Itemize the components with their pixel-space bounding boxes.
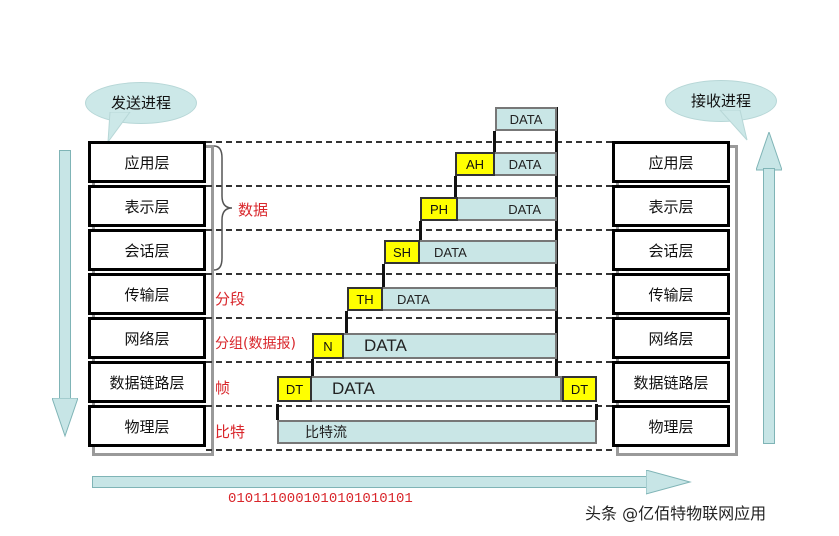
receiver-bubble: 接收进程: [665, 80, 777, 122]
right-layer-transport: 传输层: [612, 273, 730, 315]
bitstream-label: 比特流: [305, 425, 347, 441]
label-packet: 分组(数据报): [215, 336, 296, 352]
step-line: [345, 311, 348, 333]
top-data-bar: DATA: [495, 107, 557, 131]
ah-data-label: DATA: [508, 156, 542, 172]
ah-label: AH: [465, 156, 485, 172]
dashed-line: [206, 229, 612, 231]
label-segment: 分段: [215, 290, 246, 308]
dt-data-label: DATA: [332, 379, 375, 398]
n-data-label: DATA: [364, 336, 407, 355]
bitstream-left-tick: [276, 404, 279, 420]
right-up-arrow-head: [756, 132, 782, 171]
th-label: TH: [356, 291, 374, 307]
bitstream-bar: 比特流: [277, 420, 597, 444]
n-header: N: [312, 333, 344, 359]
dt-header: DT: [277, 376, 312, 402]
left-layer-presentation: 表示层: [88, 185, 206, 227]
dashed-line: [206, 185, 612, 187]
bit-sequence: 0101110001010101010101: [228, 491, 413, 507]
sh-data-label: DATA: [434, 244, 467, 260]
dashed-line: [206, 141, 612, 143]
top-data-label: DATA: [509, 111, 543, 127]
left-down-arrow: [59, 150, 71, 400]
dashed-line: [206, 317, 612, 319]
label-bit: 比特: [215, 423, 246, 441]
step-line: [493, 131, 496, 153]
dt-header-label: DT: [285, 381, 304, 397]
bottom-right-arrow-head: [646, 470, 692, 495]
th-data-bar: DATA: [383, 287, 557, 311]
receiver-bubble-tail: [719, 110, 748, 141]
label-frame: 帧: [215, 379, 231, 397]
ph-label: PH: [429, 201, 449, 217]
left-layer-application: 应用层: [88, 141, 206, 183]
dashed-line: [206, 273, 612, 275]
step-line: [311, 359, 314, 377]
sender-bubble-label: 发送进程: [110, 94, 171, 112]
left-layer-transport: 传输层: [88, 273, 206, 315]
ah-header: AH: [455, 152, 495, 176]
th-data-label: DATA: [397, 291, 430, 307]
right-layer-presentation: 表示层: [612, 185, 730, 227]
watermark: 头条 @亿佰特物联网应用: [585, 504, 767, 523]
sh-label: SH: [392, 244, 412, 260]
th-header: TH: [347, 287, 383, 311]
dt-trailer: DT: [562, 376, 597, 402]
left-layer-physical: 物理层: [88, 405, 206, 447]
dashed-line: [206, 449, 612, 451]
right-up-arrow: [763, 168, 775, 444]
left-layer-session: 会话层: [88, 229, 206, 271]
ph-header: PH: [420, 197, 458, 221]
sender-bubble: 发送进程: [85, 82, 197, 124]
bitstream-right-tick: [595, 404, 598, 420]
dashed-line: [206, 361, 612, 363]
bottom-right-arrow: [92, 476, 648, 488]
left-layer-datalink: 数据链路层: [88, 361, 206, 403]
right-layer-datalink: 数据链路层: [612, 361, 730, 403]
label-data: 数据: [238, 201, 269, 219]
curly-brace-icon: [213, 145, 233, 271]
right-layer-session: 会话层: [612, 229, 730, 271]
right-layer-network: 网络层: [612, 317, 730, 359]
sh-data-bar: DATA: [420, 240, 557, 264]
left-down-arrow-head: [52, 398, 78, 438]
step-line: [382, 264, 385, 288]
n-label: N: [323, 338, 333, 354]
left-layer-network: 网络层: [88, 317, 206, 359]
sh-header: SH: [384, 240, 420, 264]
ah-data-bar: DATA: [495, 152, 557, 176]
step-line: [419, 221, 422, 241]
dt-data-bar: DATA: [312, 376, 562, 402]
dt-trailer-label: DT: [570, 381, 589, 397]
receiver-bubble-label: 接收进程: [690, 92, 751, 110]
right-layer-application: 应用层: [612, 141, 730, 183]
ph-data-bar: DATA: [458, 197, 557, 221]
sender-bubble-tail: [107, 112, 131, 144]
ph-data-label: DATA: [508, 201, 541, 217]
right-layer-physical: 物理层: [612, 405, 730, 447]
dashed-line: [206, 405, 612, 407]
step-line: [454, 176, 457, 198]
n-data-bar: DATA: [344, 333, 557, 359]
